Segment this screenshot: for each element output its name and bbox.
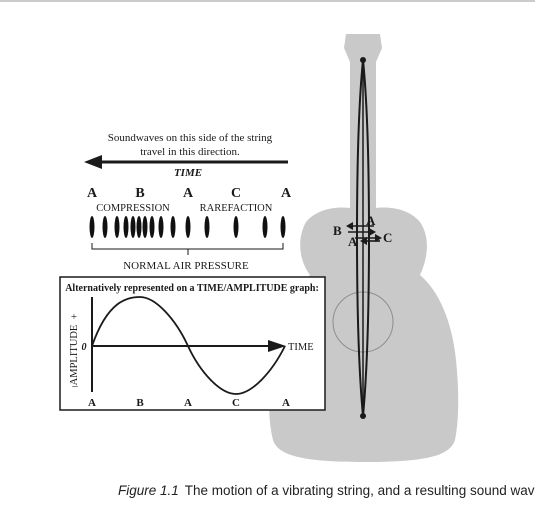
normal-pressure-label: NORMAL AIR PRESSURE: [123, 260, 249, 272]
graph-letter-4: C: [232, 397, 240, 409]
string-motion-arrows: [346, 222, 382, 245]
zero-label: 0: [82, 342, 87, 353]
string-top-anchor: [360, 57, 366, 63]
string-label-c: C: [383, 230, 392, 245]
wave-letter-5: A: [281, 186, 292, 201]
wave-letter-1: A: [87, 186, 98, 201]
normal-pressure-bracket: [91, 243, 284, 255]
wave-letter-3: A: [183, 186, 194, 201]
y-plus-label: +: [71, 311, 77, 323]
rarefaction-label: RAREFACTION: [200, 203, 273, 214]
graph-x-label: TIME: [288, 342, 314, 353]
time-direction-arrow: [84, 155, 288, 169]
graph-letter-5: A: [282, 397, 290, 409]
time-arrow-label: TIME: [174, 167, 202, 179]
figure-caption-text: The motion of a vibrating string, and a …: [184, 483, 535, 498]
string-label-b: B: [333, 223, 342, 238]
air-pressure-particles: [89, 216, 286, 238]
string-bottom-anchor: [360, 413, 366, 419]
graph-box: [59, 276, 326, 411]
compression-label: COMPRESSION: [96, 203, 170, 214]
y-axis-label: AMPLITUDE: [69, 325, 80, 386]
amplitude-sine-wave: [91, 296, 286, 395]
string-label-a-top: A: [366, 213, 376, 228]
graph-letter-2: B: [136, 397, 144, 409]
graph-letter-1: A: [88, 397, 96, 409]
wave-letter-2: B: [135, 186, 144, 201]
time-axis-arrowhead: [268, 340, 286, 352]
direction-note-line1: Soundwaves on this side of the string: [108, 132, 273, 144]
string-label-a-bottom: A: [348, 234, 358, 249]
figure-caption: Figure 1.1 The motion of a vibrating stri…: [118, 483, 535, 498]
direction-note-line2: travel in this direction.: [140, 146, 240, 158]
graph-title: Alternatively represented on a TIME/AMPL…: [65, 283, 319, 294]
y-minus-label: –: [71, 380, 78, 392]
graph-letter-3: A: [184, 397, 192, 409]
figure-caption-label: Figure 1.1: [118, 483, 179, 498]
wave-letter-4: C: [231, 186, 241, 201]
